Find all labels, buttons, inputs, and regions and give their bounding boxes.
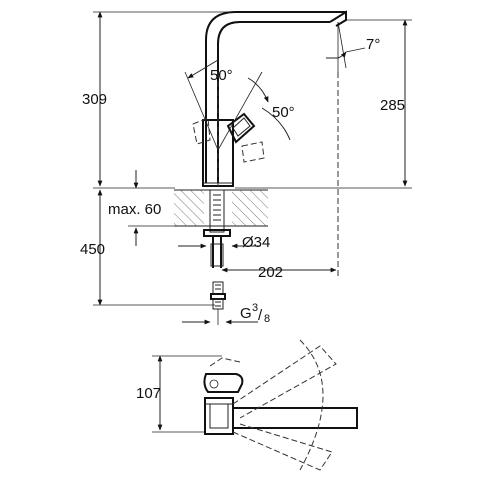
top-view-dimension-label: 107	[136, 385, 161, 402]
faucet-body	[202, 10, 347, 187]
top-view	[152, 339, 358, 471]
hose-length-label: 450	[80, 241, 105, 258]
mounting-shank	[203, 189, 231, 268]
thread-g-label: G	[240, 305, 252, 322]
max-thickness-label: max. 60	[108, 201, 161, 218]
hole-diameter-label: Ø34	[242, 234, 270, 251]
hose-connector	[182, 281, 258, 325]
right-dimension-lines	[235, 19, 412, 189]
spout-angle-mark	[326, 21, 366, 72]
thickness-dimension	[128, 170, 174, 246]
lever-angle-marks	[184, 59, 291, 186]
lever-angle-side-label: 50°	[272, 104, 295, 121]
spout-height-label: 285	[380, 97, 405, 114]
countertop-section	[174, 189, 268, 227]
thread-numerator: 3	[252, 302, 258, 314]
lever-angle-front-label: 50°	[210, 67, 233, 84]
lever-handle	[226, 112, 256, 144]
reach-dimension	[221, 72, 339, 276]
left-dimension-lines	[93, 11, 340, 306]
thread-slash: /	[258, 307, 263, 324]
lever-ghost-positions	[192, 117, 265, 163]
reach-label: 202	[258, 264, 283, 281]
total-height-label: 309	[82, 91, 107, 108]
thread-denominator: 8	[264, 313, 270, 325]
spout-angle-label: 7°	[366, 36, 380, 53]
